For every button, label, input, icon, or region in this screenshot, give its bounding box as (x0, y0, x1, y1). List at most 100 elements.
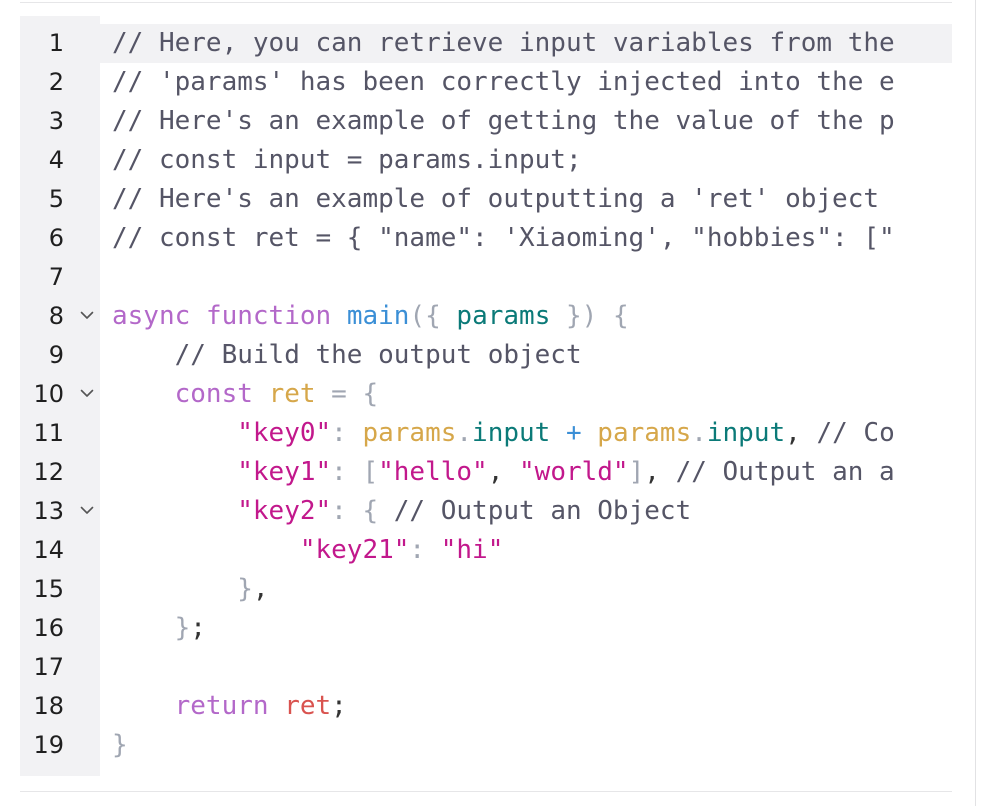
code-token: } (174, 613, 191, 643)
code-line[interactable]: }, (100, 570, 952, 609)
code-token: "hello" (378, 457, 488, 487)
code-token (112, 496, 237, 526)
line-number: 11 (33, 419, 64, 447)
code-token (112, 613, 175, 643)
gutter-row: 4 (20, 141, 100, 180)
code-line[interactable]: // Build the output object (100, 336, 952, 375)
code-token: const (174, 379, 253, 409)
code-line[interactable]: // 'params' has been correctly injected … (100, 63, 952, 102)
code-token: ] (628, 457, 645, 487)
code-line[interactable]: "key2": { // Output an Object (100, 492, 952, 531)
code-token: params (362, 418, 457, 448)
code-line[interactable]: "key21": "hi" (100, 531, 952, 570)
code-token: // Here, you can retrieve input variable… (112, 28, 895, 58)
code-line[interactable]: const ret = { (100, 375, 952, 414)
code-token (112, 418, 237, 448)
chevron-down-icon[interactable] (80, 506, 94, 515)
code-token: async (112, 301, 191, 331)
code-token: . (456, 418, 473, 448)
code-line[interactable] (100, 258, 952, 297)
gutter-row: 8 (20, 297, 100, 336)
code-token: = { (315, 379, 379, 409)
gutter-row: 7 (20, 258, 100, 297)
code-token (269, 691, 285, 721)
gutter-row: 19 (20, 726, 100, 765)
code-token: // Output an a (675, 457, 895, 487)
code-token (112, 457, 237, 487)
chevron-down-icon[interactable] (80, 389, 94, 398)
code-token: input (706, 418, 786, 448)
code-token: } (112, 730, 128, 760)
code-token: , (644, 457, 676, 487)
line-number: 8 (48, 302, 64, 330)
code-line[interactable] (100, 648, 952, 687)
line-number: 15 (33, 575, 64, 603)
line-number: 16 (33, 614, 64, 642)
code-token: main (346, 301, 410, 331)
line-number: 14 (33, 536, 64, 564)
chevron-down-icon[interactable] (80, 311, 94, 320)
code-token (112, 691, 175, 721)
right-divider (975, 0, 976, 806)
line-number: 12 (33, 458, 64, 486)
code-token: }) { (550, 301, 629, 331)
line-number: 18 (33, 692, 64, 720)
code-token: // const input = params.input; (112, 145, 582, 175)
code-token (253, 379, 269, 409)
code-token: params (597, 418, 692, 448)
code-line[interactable]: // Here, you can retrieve input variable… (100, 24, 952, 63)
line-number: 19 (33, 731, 64, 759)
code-line[interactable]: // const input = params.input; (100, 141, 952, 180)
code-line[interactable]: // const ret = { "name": 'Xiaoming', "ho… (100, 219, 952, 258)
gutter-row: 14 (20, 531, 100, 570)
code-line[interactable]: }; (100, 609, 952, 648)
line-number: 1 (48, 29, 64, 57)
line-number: 10 (33, 380, 64, 408)
code-token: "key21" (299, 535, 410, 565)
code-token: // Build the output object (174, 340, 582, 370)
code-line[interactable]: "key1": ["hello", "world"], // Output an… (100, 453, 952, 492)
code-token: ({ (409, 301, 457, 331)
code-token: : { (331, 496, 394, 526)
code-line[interactable]: async function main({ params }) { (100, 297, 952, 336)
code-token: // Output an Object (393, 496, 692, 526)
code-token: // Here's an example of outputting a 're… (112, 184, 880, 214)
code-token: "hi" (440, 535, 504, 565)
gutter-row: 10 (20, 375, 100, 414)
code-token (331, 301, 347, 331)
code-token: return (174, 691, 269, 721)
line-number: 17 (33, 653, 64, 681)
code-content[interactable]: // Here, you can retrieve input variable… (100, 16, 952, 776)
code-token: // Co (816, 418, 895, 448)
code-token (112, 535, 300, 565)
code-line[interactable]: } (100, 726, 952, 765)
code-token: , (252, 574, 269, 604)
code-token: "world" (519, 457, 629, 487)
gutter-row: 5 (20, 180, 100, 219)
code-token: ; (190, 613, 206, 643)
code-token: + (550, 418, 598, 448)
code-token: "key0" (237, 418, 332, 448)
code-line[interactable]: // Here's an example of outputting a 're… (100, 180, 952, 219)
code-token: "key1" (237, 457, 332, 487)
code-line[interactable]: return ret; (100, 687, 952, 726)
code-token: , (785, 418, 817, 448)
line-number: 6 (48, 224, 64, 252)
gutter-row: 18 (20, 687, 100, 726)
code-line[interactable]: // Here's an example of getting the valu… (100, 102, 952, 141)
code-token: : (331, 418, 363, 448)
code-line[interactable]: "key0": params.input + params.input, // … (100, 414, 952, 453)
code-token: function (205, 301, 332, 331)
code-token: // const ret = { "name": 'Xiaoming', "ho… (112, 223, 895, 253)
line-number: 2 (48, 68, 64, 96)
code-token: "key2" (237, 496, 332, 526)
line-number: 4 (48, 146, 64, 174)
code-token: ret (268, 379, 316, 409)
gutter-row: 17 (20, 648, 100, 687)
code-token: // 'params' has been correctly injected … (112, 67, 895, 97)
code-token (112, 379, 175, 409)
line-number: 3 (48, 107, 64, 135)
